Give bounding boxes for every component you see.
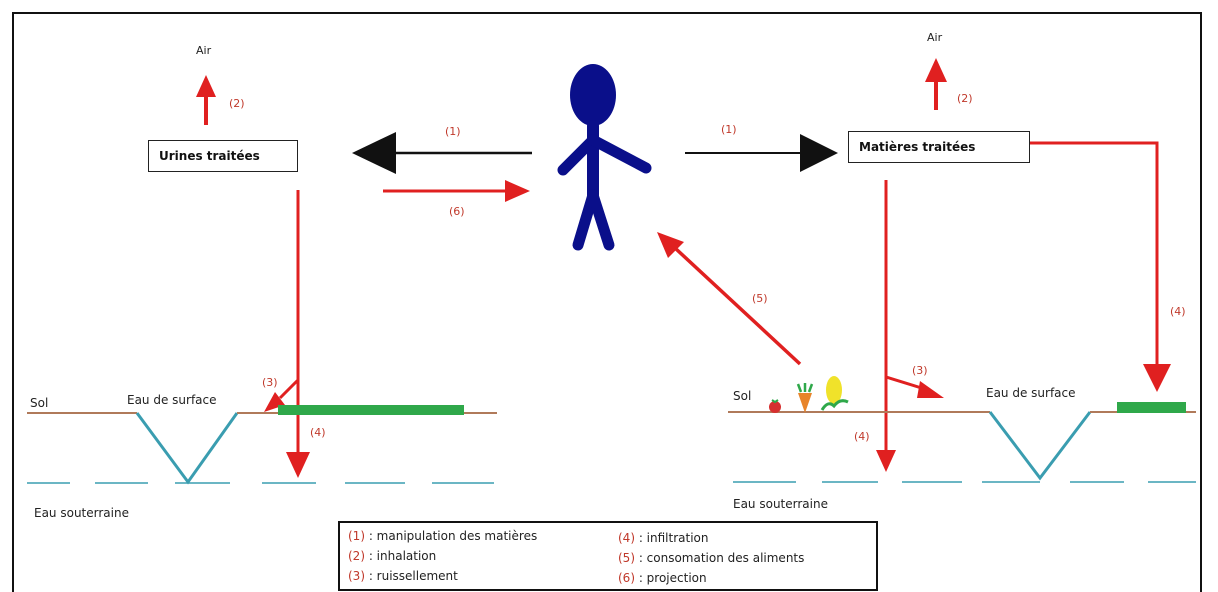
arrow-manipulation-left (352, 132, 532, 174)
legend-num: (6) (618, 571, 635, 585)
box-treated-urine: Urines traitées (148, 140, 298, 172)
ground-left (27, 405, 497, 485)
legend-num: (3) (348, 569, 365, 583)
label-soil-left: Sol (30, 396, 49, 410)
legend-text: : manipulation des matières (365, 529, 538, 543)
legend-text: : projection (635, 571, 707, 585)
legend-num: (1) (348, 529, 365, 543)
label-num-4-right: (4) (854, 430, 870, 443)
label-num-5: (5) (752, 292, 768, 305)
arrow-runoff-right (885, 375, 944, 398)
legend-item: (6) : projection (618, 571, 707, 585)
legend-item: (5) : consomation des aliments (618, 551, 804, 565)
legend-text: : consomation des aliments (635, 551, 805, 565)
legend-text: : infiltration (635, 531, 709, 545)
label-num-4-left: (4) (310, 426, 326, 439)
arrow-inhalation-right (925, 58, 947, 110)
arrow-projection (383, 180, 530, 202)
box-treated-matter: Matières traitées (848, 131, 1030, 163)
legend-text: : inhalation (365, 549, 437, 563)
box-treated-matter-label: Matières traitées (859, 140, 976, 154)
label-num-6: (6) (449, 205, 465, 218)
legend: (1) : manipulation des matières (2) : in… (338, 521, 878, 591)
label-num-3-right: (3) (912, 364, 928, 377)
legend-item: (1) : manipulation des matières (348, 529, 537, 543)
arrow-infiltration-right (876, 180, 896, 472)
label-num-2-right: (2) (957, 92, 973, 105)
legend-item: (4) : infiltration (618, 531, 708, 545)
label-surface-water-right: Eau de surface (986, 386, 1076, 400)
label-num-3-left: (3) (262, 376, 278, 389)
carrot-icon (796, 383, 814, 413)
label-num-4-edge: (4) (1170, 305, 1186, 318)
surface-water-right (1117, 402, 1186, 413)
surface-water-left (278, 405, 464, 415)
diagram-frame (12, 12, 1202, 592)
label-soil-right: Sol (733, 389, 752, 403)
label-groundwater-left: Eau souterraine (34, 506, 129, 520)
label-num-1-right: (1) (721, 123, 737, 136)
arrow-inhalation-left (196, 75, 216, 125)
arrow-runoff-left (264, 378, 300, 412)
legend-num: (5) (618, 551, 635, 565)
person-figure (557, 64, 652, 251)
tomato-icon (769, 399, 781, 413)
legend-item: (3) : ruissellement (348, 569, 458, 583)
legend-text: : ruissellement (365, 569, 458, 583)
corn-icon (820, 376, 849, 411)
ground-right (728, 402, 1196, 481)
label-air-right: Air (927, 31, 943, 44)
box-treated-urine-label: Urines traitées (159, 149, 260, 163)
arrow-infiltration-surface (1030, 141, 1171, 392)
label-groundwater-right: Eau souterraine (733, 497, 828, 511)
label-num-2-left: (2) (229, 97, 245, 110)
arrow-infiltration-left (286, 190, 310, 478)
legend-num: (4) (618, 531, 635, 545)
arrow-consumption (657, 232, 802, 366)
arrow-manipulation-right (685, 134, 838, 172)
legend-num: (2) (348, 549, 365, 563)
label-air-left: Air (196, 44, 212, 57)
label-num-1-left: (1) (445, 125, 461, 138)
legend-item: (2) : inhalation (348, 549, 436, 563)
label-surface-water-left: Eau de surface (127, 393, 217, 407)
